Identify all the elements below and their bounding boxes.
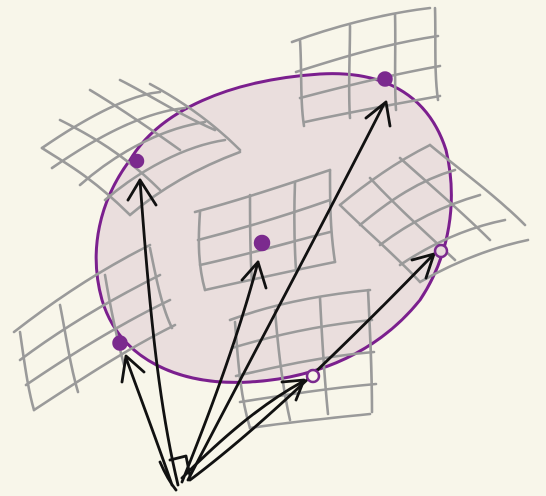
point-lower-left — [114, 337, 127, 350]
point-left-top — [131, 155, 143, 167]
point-right — [435, 245, 447, 257]
point-bottom — [307, 370, 319, 382]
point-center — [255, 236, 269, 250]
point-top-right — [379, 73, 392, 86]
